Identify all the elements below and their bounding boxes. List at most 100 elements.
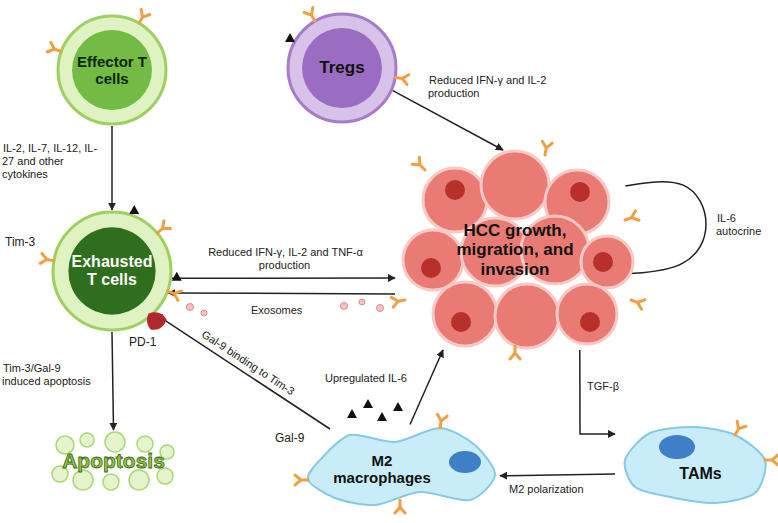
exosome-dot: [359, 299, 365, 305]
receptor-label: Gal-9: [274, 431, 305, 445]
edge-label-box: IL-2, IL-7, IL-12, IL-27 and other cytok…: [2, 142, 106, 181]
tumor-cell: [495, 284, 559, 348]
edge-label-box: Upregulated IL-6: [318, 372, 408, 385]
tim3-receptor: [135, 9, 150, 25]
receptor-label: Tim-3: [4, 235, 36, 249]
edge-label-box: Tim-3/Gal-9 induced apoptosis: [2, 362, 102, 388]
node-label: TAMs: [666, 465, 736, 483]
arrow-connector: [623, 181, 706, 274]
tumor-nucleus: [451, 312, 471, 332]
tim3-receptor: [154, 221, 170, 237]
exosome-dots: [187, 299, 384, 316]
tim3-receptor: [295, 475, 308, 485]
tim3-receptor: [304, 7, 319, 23]
node-label: HCC growth, migration, and invasion: [440, 221, 590, 280]
gal9-triangle: [363, 399, 373, 408]
edge-label: Reduced IFN-γ, IL-2 and TNF-α production: [207, 246, 363, 271]
node-label: Effector T cells: [72, 53, 152, 88]
cell-node: Tregs: [286, 12, 398, 124]
pd1-receptor: [147, 312, 167, 329]
apoptotic-body: [103, 474, 119, 490]
node-text-box: Exhausted T cells: [69, 253, 155, 290]
cell-membrane: [288, 14, 396, 122]
tim3-receptor: [629, 295, 645, 309]
macrophage-nucleus: [449, 451, 481, 473]
apoptotic-body: [73, 470, 93, 490]
tumor-nucleus: [445, 180, 465, 200]
cell-shape: [300, 420, 500, 510]
exosome-dot: [377, 305, 384, 312]
exosome-dot: [341, 303, 348, 310]
gal9-triangle: [172, 272, 182, 281]
exosome-dot: [187, 304, 194, 311]
tim3-receptor: [412, 157, 428, 173]
tumor-nucleus: [421, 258, 441, 278]
macrophage-nucleus: [659, 435, 695, 459]
arrow-connector: [111, 126, 113, 210]
arrow-connector: [392, 90, 503, 150]
tumor-cell: [557, 284, 617, 344]
node-text-box: Apoptosis: [51, 449, 176, 473]
cell-shape: [615, 415, 770, 510]
edge-label-box: IL-6 autocrine: [716, 212, 772, 238]
node-label: Exhausted T cells: [69, 253, 155, 290]
cell-node: Apoptosis: [45, 430, 182, 492]
tumor-cell: [433, 282, 497, 346]
node-label: Apoptosis: [51, 449, 176, 473]
apoptotic-body: [129, 470, 149, 490]
edge-label: Upregulated IL-6: [324, 372, 408, 384]
edge-label-box: Gal-9 binding to Tim-3: [198, 327, 297, 398]
cell-nucleus: [68, 227, 155, 314]
node-text-box: M2 macrophages: [322, 452, 442, 487]
gal9-triangle: [129, 205, 139, 214]
tim3-receptor: [47, 42, 63, 56]
tumor-cell: [581, 236, 633, 288]
gal9-triangle: [393, 402, 403, 411]
tumor-nucleus: [580, 312, 600, 332]
gal9-triangle: [347, 409, 357, 418]
node-label: Tregs: [302, 58, 382, 78]
edge-label: IL-2, IL-7, IL-12, IL-27 and other cytok…: [2, 142, 97, 180]
arrow-connector: [500, 474, 615, 476]
tim3-receptor: [166, 286, 182, 300]
node-label: M2 macrophages: [322, 452, 442, 487]
cell-node: Exhausted T cells: [51, 210, 173, 332]
tim3-receptor: [540, 141, 552, 156]
tim3-receptor: [394, 72, 409, 84]
node-text-box: HCC growth, migration, and invasion: [440, 221, 590, 280]
gal9-triangle: [285, 33, 295, 42]
arrow-connector: [168, 293, 395, 294]
tumor-cell: [481, 151, 549, 219]
cell-node: HCC growth, migration, and invasion: [395, 150, 635, 350]
edge-label: TGF-β: [586, 380, 620, 392]
receptor-label-box: Gal-9: [274, 432, 314, 445]
edge-label: Gal-9 binding to Tim-3: [199, 327, 298, 398]
edge-label-box: Reduced IFN-γ and IL-2 production: [428, 74, 598, 100]
edge-label: M2 polarization: [508, 483, 585, 495]
macrophage-body: [625, 427, 766, 503]
edge-label: IL-6 autocrine: [716, 212, 762, 237]
tim3-receptor: [395, 500, 405, 513]
tim3-receptor: [391, 295, 406, 307]
tumor-nucleus: [593, 252, 613, 272]
arrow-connector: [580, 350, 615, 434]
tim3-receptor: [435, 414, 447, 429]
cell-nucleus: [72, 30, 152, 110]
exosome-dot: [201, 310, 207, 316]
tumor-cell: [403, 230, 463, 290]
edge-label: Tim-3/Gal-9 induced apoptosis: [2, 362, 92, 387]
receptor-label-box: Tim-3: [4, 236, 44, 249]
edge-label-box: Exosomes: [250, 304, 320, 317]
tim3-receptor: [765, 455, 778, 465]
gal9-triangles: [347, 399, 403, 421]
arrow-connector: [112, 332, 114, 430]
edge-label-box: M2 polarization: [508, 483, 608, 496]
node-text-box: TAMs: [666, 465, 736, 483]
edge-label-box: TGF-β: [586, 380, 636, 393]
edge-label: Exosomes: [250, 304, 303, 316]
cell-node: Effector T cells: [56, 14, 168, 126]
receptor-label: PD-1: [128, 335, 157, 349]
tim3-receptor: [731, 421, 746, 437]
apoptotic-body: [80, 433, 94, 447]
cell-node: M2 macrophages: [300, 420, 500, 510]
